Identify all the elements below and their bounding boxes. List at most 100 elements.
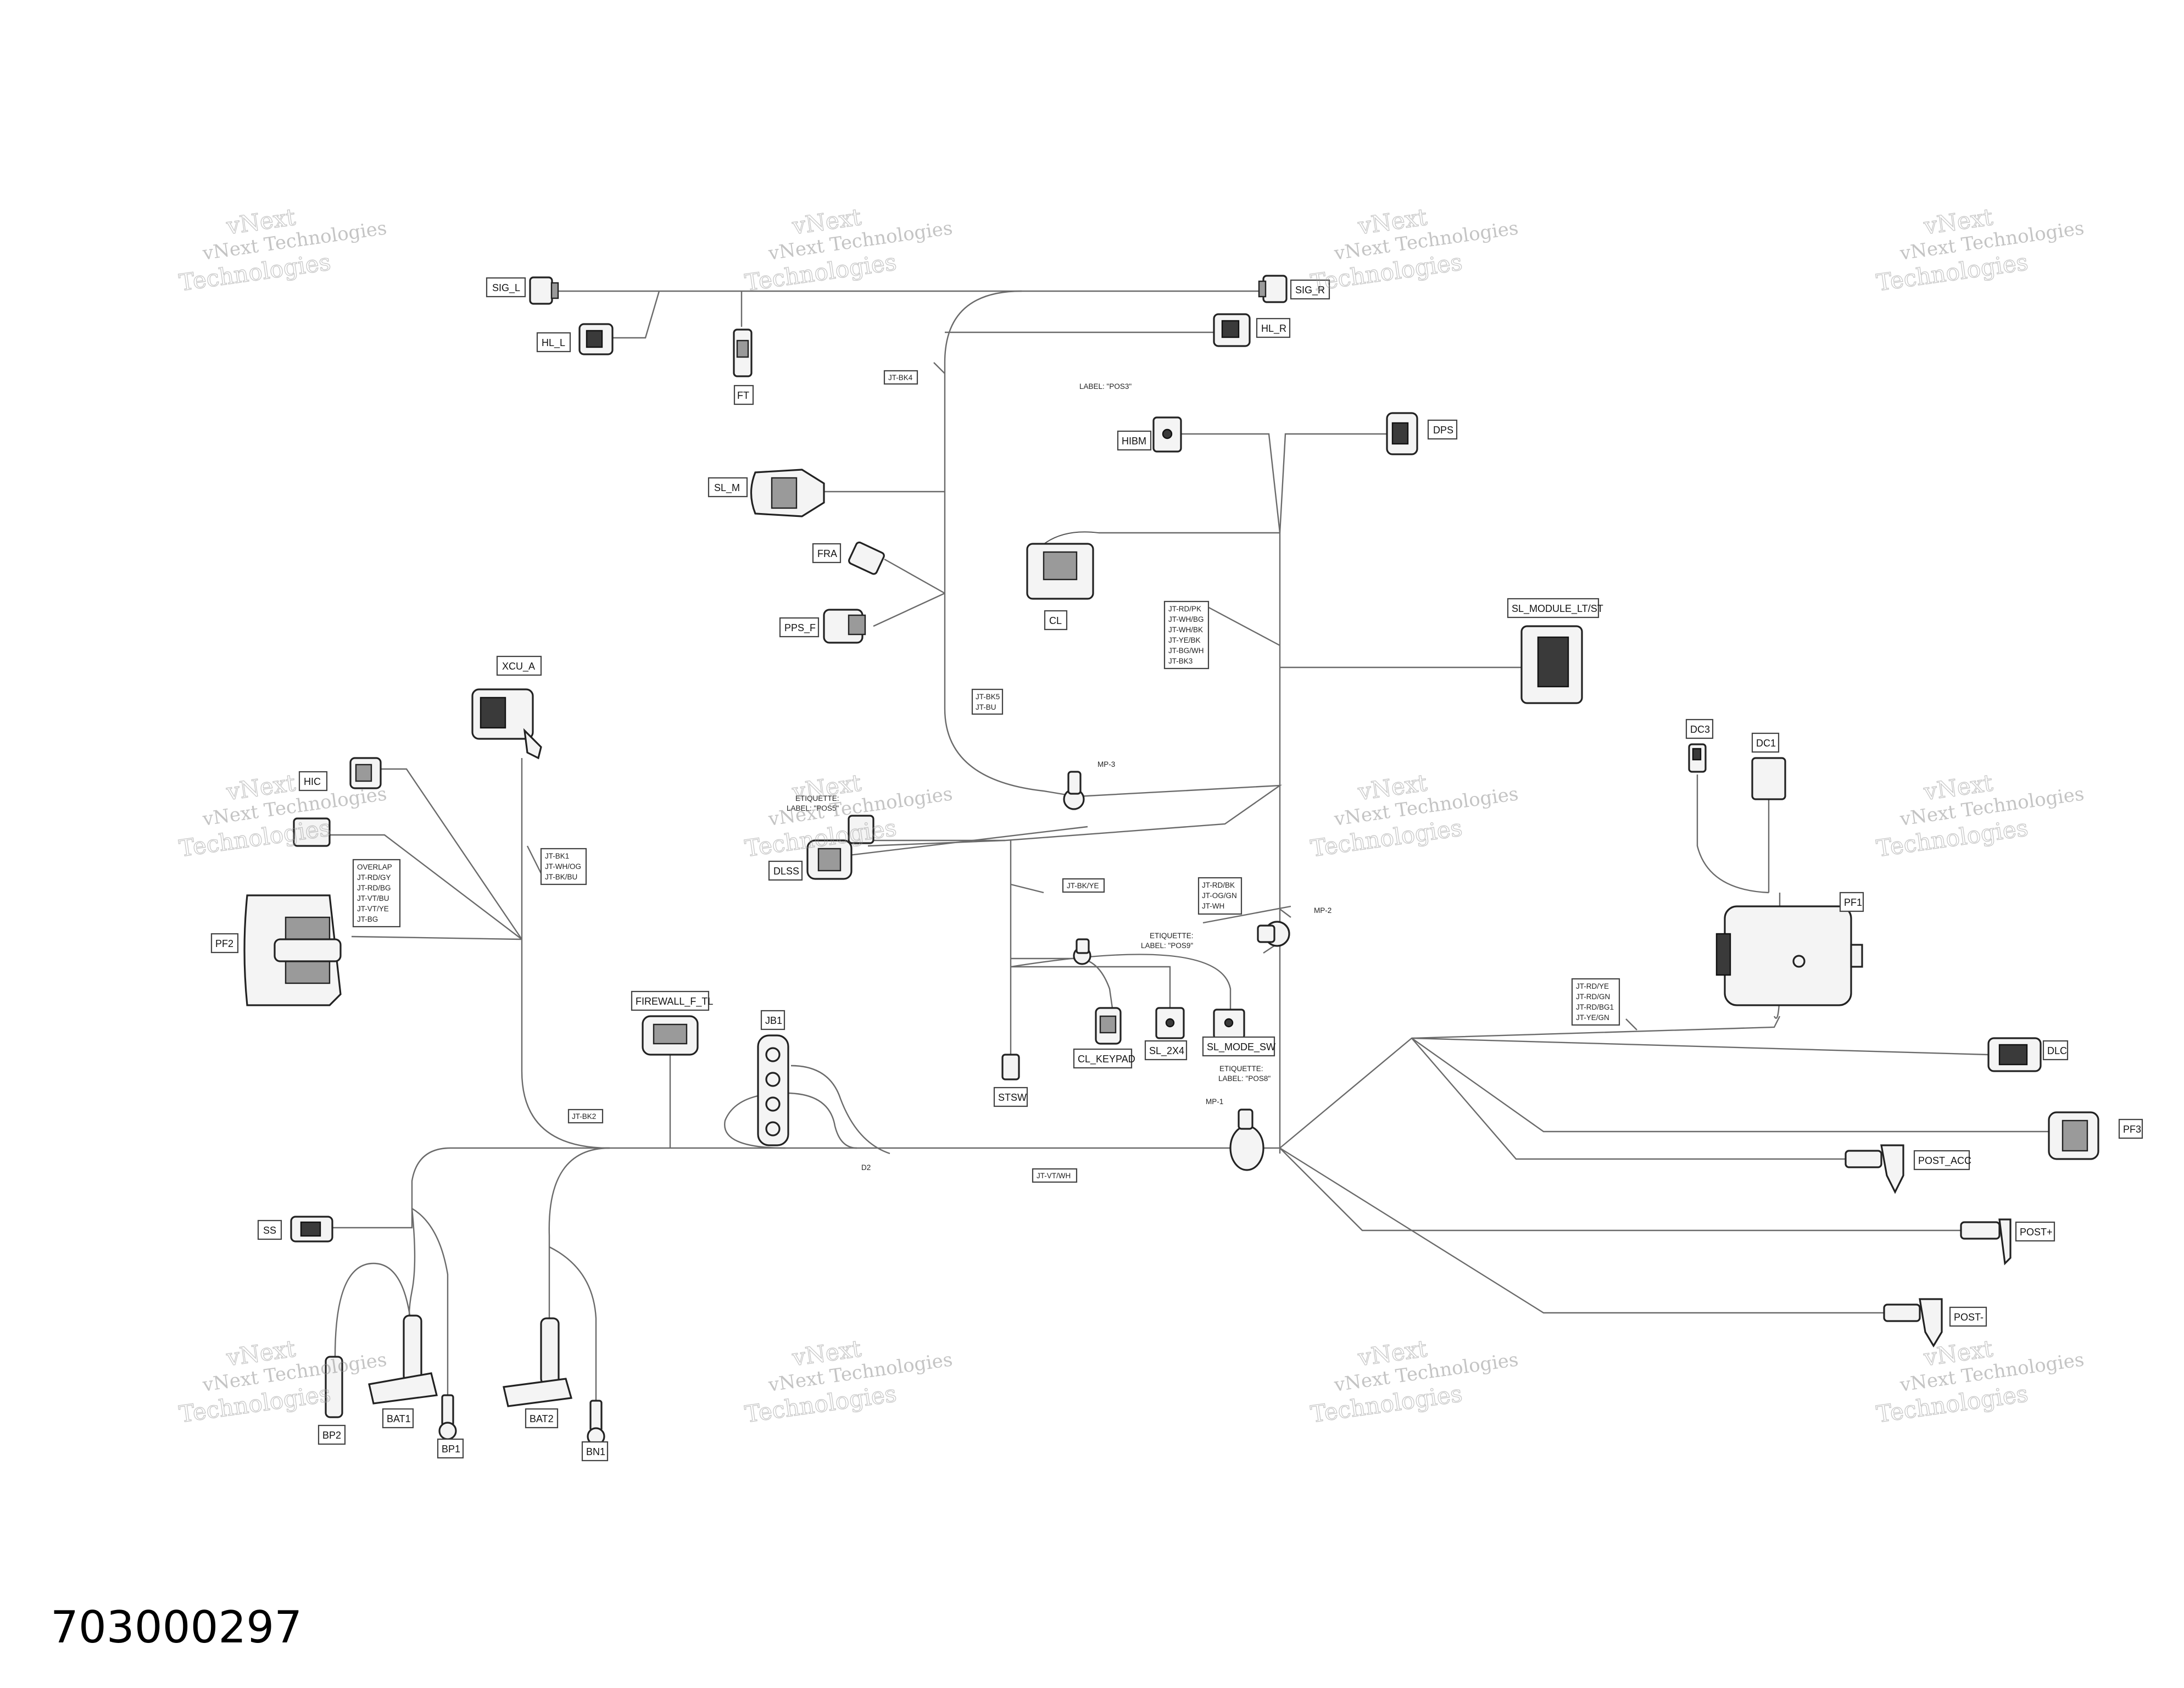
connector-dps: DPS xyxy=(1386,412,1458,455)
connector-firewall: FIREWALL_F_TL xyxy=(631,990,713,1056)
tag-mp2: MP-2 xyxy=(1314,906,1331,915)
label-dc3: DC3 xyxy=(1690,724,1710,735)
connector-ft: FT xyxy=(733,328,754,405)
connector-post-acc: POST_ACC xyxy=(1845,1144,1971,1194)
svg-text:LABEL: "POS9": LABEL: "POS9" xyxy=(1141,942,1193,950)
label-sl-2x4: SL_2X4 xyxy=(1149,1045,1184,1057)
label-bn1: BN1 xyxy=(586,1446,605,1457)
svg-text:OVERLAP: OVERLAP xyxy=(357,863,392,871)
svg-text:JT-BG: JT-BG xyxy=(357,915,378,923)
label-hl-l: HL_L xyxy=(542,337,565,349)
label-post-acc: POST_ACC xyxy=(1918,1155,1971,1167)
label-hl-r: HL_R xyxy=(1261,323,1286,335)
connector-bat2: BAT2 xyxy=(503,1317,573,1429)
tag-jt-bk2: JT-BK2 xyxy=(567,1108,604,1124)
connector-sl-m: SL_M xyxy=(707,469,825,517)
label-dlc: DLC xyxy=(2047,1045,2067,1056)
svg-text:ETIQUETTE:: ETIQUETTE: xyxy=(1150,932,1194,940)
connector-cl-keypad: CL_KEYPAD xyxy=(1073,1007,1135,1069)
connector-ss: SS xyxy=(257,1216,333,1243)
label-xcu-a: XCU_A xyxy=(502,661,535,672)
connector-sl-module: SL_MODULE_LT/ST xyxy=(1507,598,1603,704)
svg-text:JT-RD/GY: JT-RD/GY xyxy=(357,873,391,882)
svg-text:JT-BK4: JT-BK4 xyxy=(888,374,913,382)
svg-text:JT-BU: JT-BU xyxy=(976,703,996,711)
label-sig-r: SIG_R xyxy=(1295,285,1325,296)
connector-post-minus: POST- xyxy=(1883,1298,1987,1348)
label-cl-keypad: CL_KEYPAD xyxy=(1078,1054,1135,1065)
mount-point-mp2 xyxy=(1257,921,1290,947)
tag-jt-bk3: JT-RD/PK JT-WH/BG JT-WH/BK JT-YE/BK JT-B… xyxy=(1163,600,1210,670)
tag-etiquette-pos8: ETIQUETTE: LABEL: "POS8" xyxy=(1218,1065,1271,1083)
connector-jb1: JB1 xyxy=(757,1010,789,1146)
svg-text:JT-RD/BK: JT-RD/BK xyxy=(1202,881,1235,889)
svg-text:JT-WH/BG: JT-WH/BG xyxy=(1168,615,1204,623)
connector-dlc: DLC xyxy=(1987,1037,2069,1072)
svg-text:JT-OG/GN: JT-OG/GN xyxy=(1202,892,1237,900)
svg-text:JT-WH/OG: JT-WH/OG xyxy=(545,862,581,871)
tag-jt-bk4: JT-BK4 xyxy=(883,370,918,385)
label-post-plus: POST+ xyxy=(2020,1227,2053,1238)
clamp-cl-keypad-junction xyxy=(1073,938,1091,965)
svg-text:JT-RD/YE: JT-RD/YE xyxy=(1576,982,1609,990)
svg-text:JT-BK1: JT-BK1 xyxy=(545,852,569,860)
label-stsw: STSW xyxy=(998,1092,1027,1103)
tag-etiquette-pos9: ETIQUETTE: LABEL: "POS9" xyxy=(1141,932,1194,950)
label-fra: FRA xyxy=(817,548,837,559)
label-ss: SS xyxy=(263,1225,276,1236)
connector-sig-r: SIG_R xyxy=(1258,275,1330,303)
label-sl-module: SL_MODULE_LT/ST xyxy=(1512,603,1603,615)
tag-mp1: MP-1 xyxy=(1206,1098,1223,1106)
svg-text:JT-BK/YE: JT-BK/YE xyxy=(1067,882,1099,890)
svg-text:ETIQUETTE:: ETIQUETTE: xyxy=(1219,1065,1263,1073)
connector-pf1: PF1 xyxy=(1715,892,1864,1006)
tag-mp3: MP-3 xyxy=(1097,760,1115,768)
label-post-minus: POST- xyxy=(1954,1312,1984,1323)
tag-jt-bk-ye: JT-BK/YE xyxy=(1062,878,1105,893)
label-dps: DPS xyxy=(1433,425,1453,436)
tag-jt-bk1: JT-BK1 JT-WH/OG JT-BK/BU xyxy=(540,848,587,885)
label-dlss: DLSS xyxy=(773,866,799,877)
label-sig-l: SIG_L xyxy=(492,282,520,294)
tag-jt-bk5: JT-BK5 JT-BU xyxy=(971,688,1004,715)
tag-label-pos3: LABEL: "POS3" xyxy=(1079,382,1132,391)
connector-pf3: PF3 xyxy=(2048,1111,2143,1160)
connector-bn1: BN1 xyxy=(581,1400,609,1462)
connector-bp1: BP1 xyxy=(437,1394,464,1459)
connector-post-plus: POST+ xyxy=(1960,1218,2055,1266)
tag-etiquette-pos5: ETIQUETTE: LABEL: "POS5" xyxy=(787,794,839,812)
label-bat2: BAT2 xyxy=(530,1413,554,1424)
label-pf2: PF2 xyxy=(215,938,233,949)
tag-d2: D2 xyxy=(861,1163,871,1172)
svg-text:JT-VT/BU: JT-VT/BU xyxy=(357,894,389,903)
label-ft: FT xyxy=(737,390,749,401)
svg-text:LABEL: "POS8": LABEL: "POS8" xyxy=(1218,1074,1271,1083)
svg-text:JT-BK/BU: JT-BK/BU xyxy=(545,873,577,881)
connector-cl: CL xyxy=(1026,531,1099,631)
watermarks: vNext vNext Technologies Technologies vN… xyxy=(177,203,2085,1428)
label-bp2: BP2 xyxy=(322,1430,341,1441)
label-jb1: JB1 xyxy=(765,1015,782,1026)
connector-sig-l: SIG_L xyxy=(486,276,559,305)
label-pf1: PF1 xyxy=(1844,897,1862,908)
connector-hl-l: HL_L xyxy=(536,323,614,355)
label-hic: HIC xyxy=(304,776,321,787)
mount-point-mp1 xyxy=(1229,1108,1264,1171)
mount-point-mp3 xyxy=(1063,771,1085,810)
svg-text:JT-RD/BG1: JT-RD/BG1 xyxy=(1576,1003,1614,1011)
label-bat1: BAT1 xyxy=(387,1413,411,1424)
connector-hibm: HIBM xyxy=(1117,416,1182,453)
label-pf3: PF3 xyxy=(2123,1124,2141,1135)
svg-text:JT-YE/BK: JT-YE/BK xyxy=(1168,636,1201,644)
label-pps-f: PPS_F xyxy=(784,622,816,634)
svg-text:JT-VT/YE: JT-VT/YE xyxy=(357,905,389,913)
connector-pf2: PF2 xyxy=(210,894,342,1006)
svg-text:JT-RD/PK: JT-RD/PK xyxy=(1168,605,1201,613)
connector-sl-mode-sw: SL_MODE_SW xyxy=(1202,1009,1275,1057)
label-dc1: DC1 xyxy=(1756,738,1776,749)
connector-dlss: DLSS xyxy=(768,815,874,881)
connector-xcu-a: XCU_A xyxy=(471,655,542,760)
label-bp1: BP1 xyxy=(442,1444,460,1455)
connector-pps-f: PPS_F xyxy=(779,609,866,644)
